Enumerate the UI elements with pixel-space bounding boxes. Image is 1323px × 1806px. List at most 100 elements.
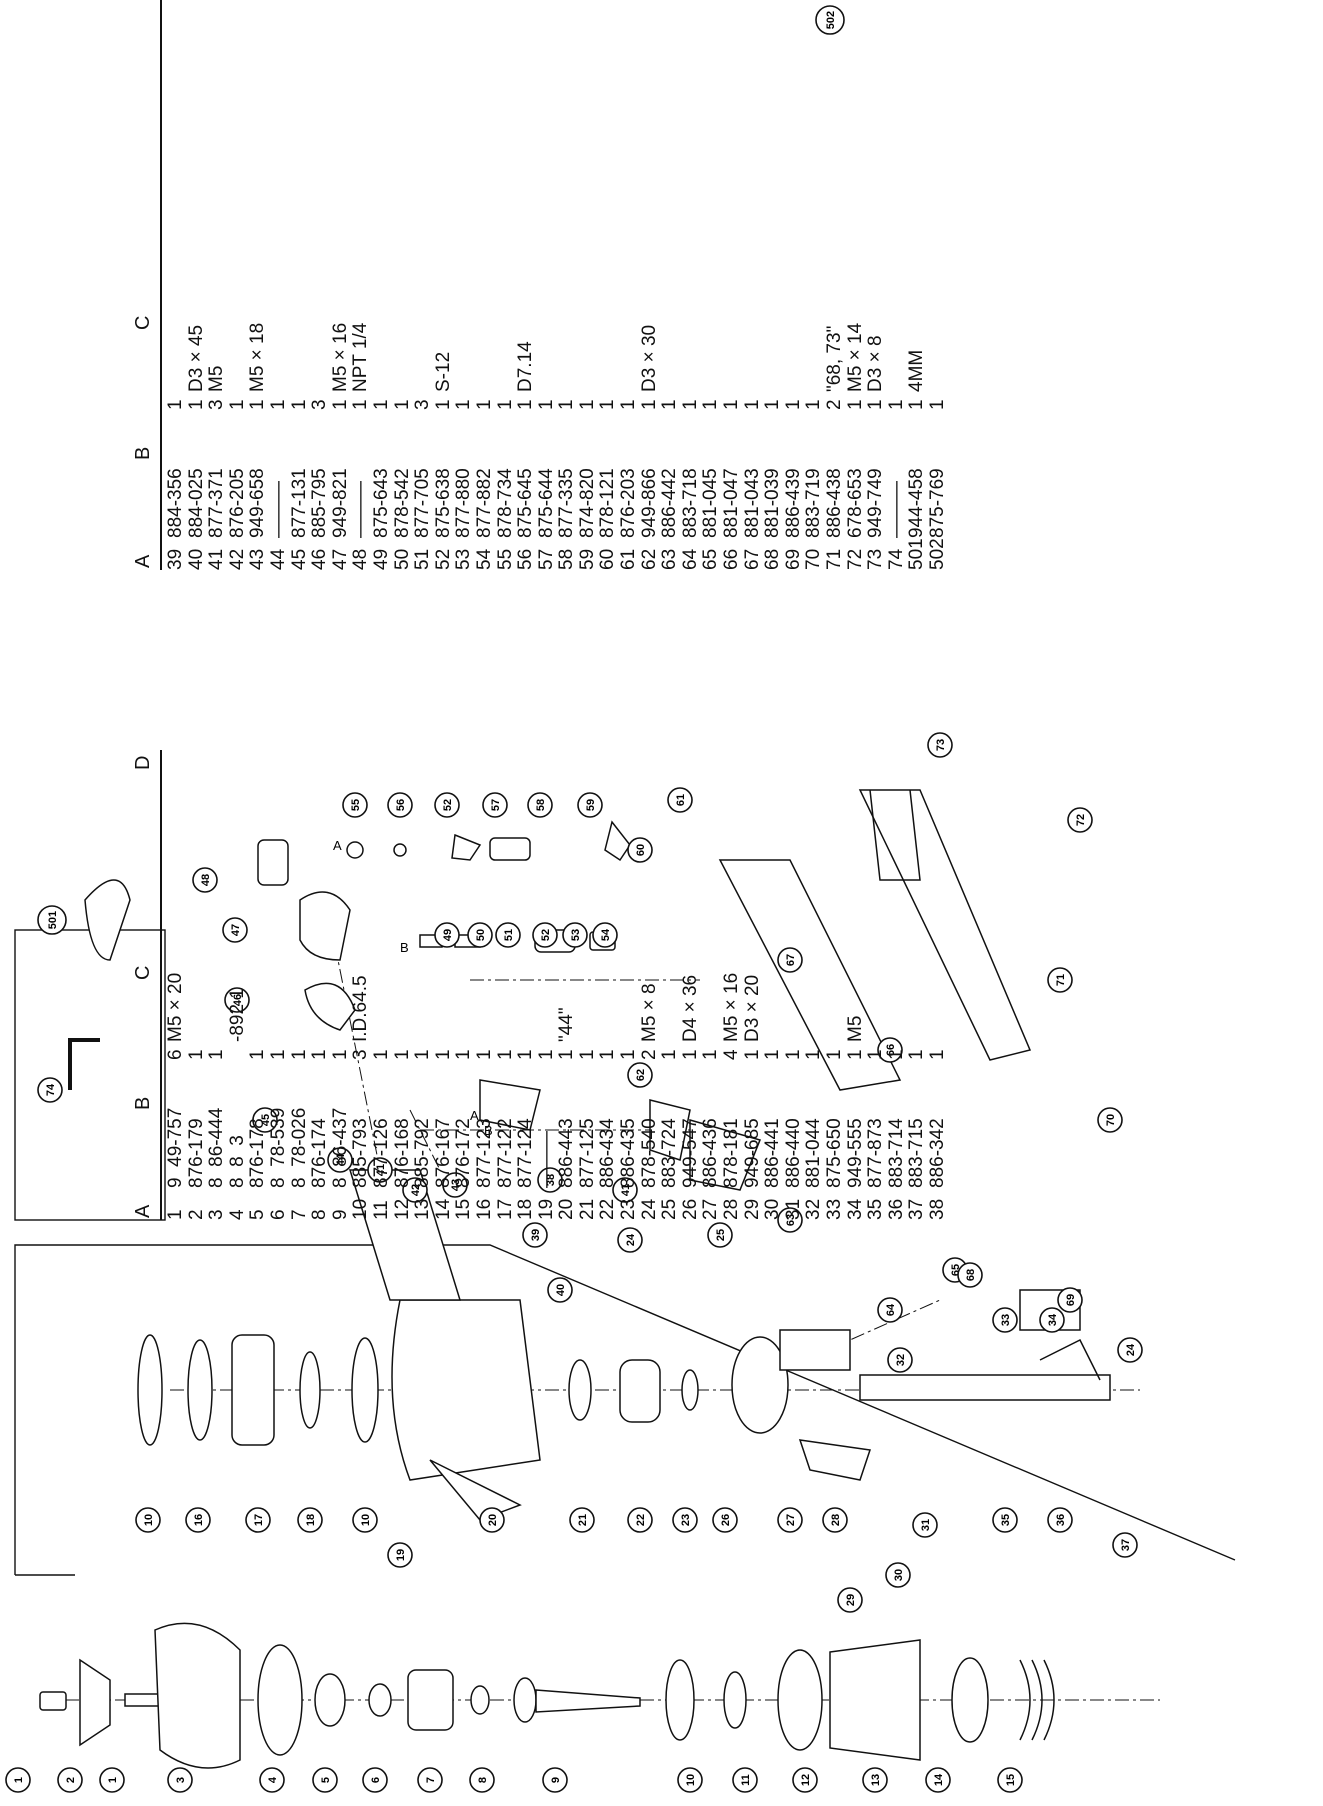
parts-list-row: 46885-7953 (309, 282, 331, 570)
svg-text:1: 1 (107, 1777, 119, 1783)
svg-text:74: 74 (45, 1083, 57, 1096)
cell-a: 18 (515, 1198, 537, 1220)
cell-q: 1 (185, 399, 207, 410)
balloon-7: 7 (417, 1767, 443, 1793)
balloon-73: 73 (927, 732, 953, 758)
svg-text:31: 31 (920, 1519, 932, 1531)
cell-q: 1 (370, 399, 392, 410)
parts-list-row: 32881-0441 (803, 932, 825, 1220)
cell-b: 874-820 (576, 468, 598, 538)
cell-a: 39 (165, 548, 186, 570)
parts-list-row: 56875-6451D7.14 (515, 282, 537, 570)
balloon-24: 24 (617, 1227, 643, 1253)
balloon-74: 74 (37, 1077, 63, 1103)
cell-a: 43 (247, 548, 269, 570)
parts-list-row: 35877-8731 (865, 932, 887, 1220)
cell-b: 876-167 (432, 1118, 454, 1188)
balloon-5: 5 (312, 1767, 338, 1793)
cell-a: 62 (638, 548, 660, 570)
cell-a: 12 (391, 1198, 413, 1220)
balloon-72: 72 (1067, 807, 1093, 833)
cell-b: 8 86-437 (329, 1107, 351, 1188)
cell-q: 1 (885, 1049, 907, 1060)
svg-text:51: 51 (503, 929, 515, 941)
cell-a: 50 (391, 548, 413, 570)
svg-text:63: 63 (785, 1214, 797, 1226)
cell-a: 67 (741, 548, 763, 570)
cell-a: 26 (679, 1198, 701, 1220)
cell-b: 881-047 (721, 468, 743, 538)
callout-letter-a-body: A (470, 1108, 479, 1123)
cell-a: 9 (329, 1209, 351, 1220)
cell-b: 949-866 (638, 468, 660, 538)
balloon-39: 39 (522, 1222, 548, 1248)
cell-q: 1 (597, 399, 619, 410)
balloon-68: 68 (957, 1262, 983, 1288)
header-a-right: A (132, 554, 155, 568)
balloon-25: 25 (707, 1222, 733, 1248)
parts-list-row: 33875-6501 (824, 932, 846, 1220)
cell-b: 884-356 (165, 468, 186, 538)
cell-b: 8 78-539 (267, 1107, 289, 1188)
cell-a: 48 (350, 548, 372, 570)
cell-q: 1 (576, 1049, 598, 1060)
cell-c: M5 × 20 (165, 972, 186, 1042)
parts-list-row: 71886-4382"68, 73" (824, 282, 846, 570)
svg-text:53: 53 (570, 929, 582, 941)
cell-q: 1 (473, 1049, 495, 1060)
cell-b: 678-653 (844, 468, 866, 538)
cell-b: 885-795 (309, 468, 331, 538)
cell-a: 1 (165, 1209, 186, 1220)
svg-text:72: 72 (1075, 814, 1087, 826)
cell-b: 878-542 (391, 468, 413, 538)
svg-text:70: 70 (1105, 1114, 1117, 1126)
cell-a: 72 (844, 548, 866, 570)
cell-b: 875-644 (535, 468, 557, 538)
cell-a: 52 (432, 548, 454, 570)
svg-text:52: 52 (442, 799, 454, 811)
cell-q: 1 (556, 399, 578, 410)
balloon-501: 501 (37, 905, 67, 935)
balloon-36: 36 (1047, 1507, 1073, 1533)
cell-c: NPT 1/4 (350, 322, 372, 392)
balloon-17: 17 (245, 1507, 271, 1533)
cell-q: 3 (412, 399, 434, 410)
cell-b: 878-181 (721, 1118, 743, 1188)
cell-q: 1 (782, 1049, 804, 1060)
cell-q: 1 (556, 1049, 578, 1060)
parts-list-row: 31886-4401 (782, 932, 805, 1220)
cell-q: 1 (700, 1049, 722, 1060)
parts-list-row: 12876-1681 (391, 932, 414, 1220)
parts-list-row: 70883-7191 (803, 282, 825, 570)
cell-q: 1 (762, 1049, 784, 1060)
svg-text:67: 67 (785, 954, 797, 966)
parts-list-row: 25883-7241 (659, 932, 681, 1220)
cell-a: 2 (185, 1209, 207, 1220)
cell-a: 68 (762, 548, 784, 570)
cell-b: 881-044 (803, 1118, 825, 1188)
parts-list-row: 19———1 (536, 932, 558, 1220)
cell-a: 69 (782, 548, 804, 570)
right-table-header: A B C D (120, 0, 160, 570)
parts-list-row: 52875-6381S-12 (432, 282, 455, 570)
parts-list-row: 20886-4431"44" (556, 932, 578, 1220)
cell-q: 1 (329, 1049, 351, 1060)
cell-a: 30 (762, 1198, 784, 1220)
cell-a: 74 (885, 548, 907, 570)
balloon-12: 12 (792, 1767, 818, 1793)
cell-a: 15 (453, 1198, 475, 1220)
balloon-10: 10 (135, 1507, 161, 1533)
cell-a: 31 (782, 1198, 804, 1220)
cell-q: 1 (206, 1049, 228, 1060)
parts-list-row: 74———1 (885, 282, 908, 570)
balloon-1: 1 (5, 1767, 31, 1793)
cell-q: 1 (453, 1049, 475, 1060)
cell-a: 57 (535, 548, 557, 570)
cell-q: 1 (885, 399, 907, 410)
cell-b: 885-792 (412, 1118, 434, 1188)
balloon-47: 47 (222, 917, 248, 943)
parts-list-row: 37883-7151 (906, 932, 928, 1220)
svg-text:32: 32 (895, 1354, 907, 1366)
svg-text:15: 15 (1005, 1774, 1017, 1786)
